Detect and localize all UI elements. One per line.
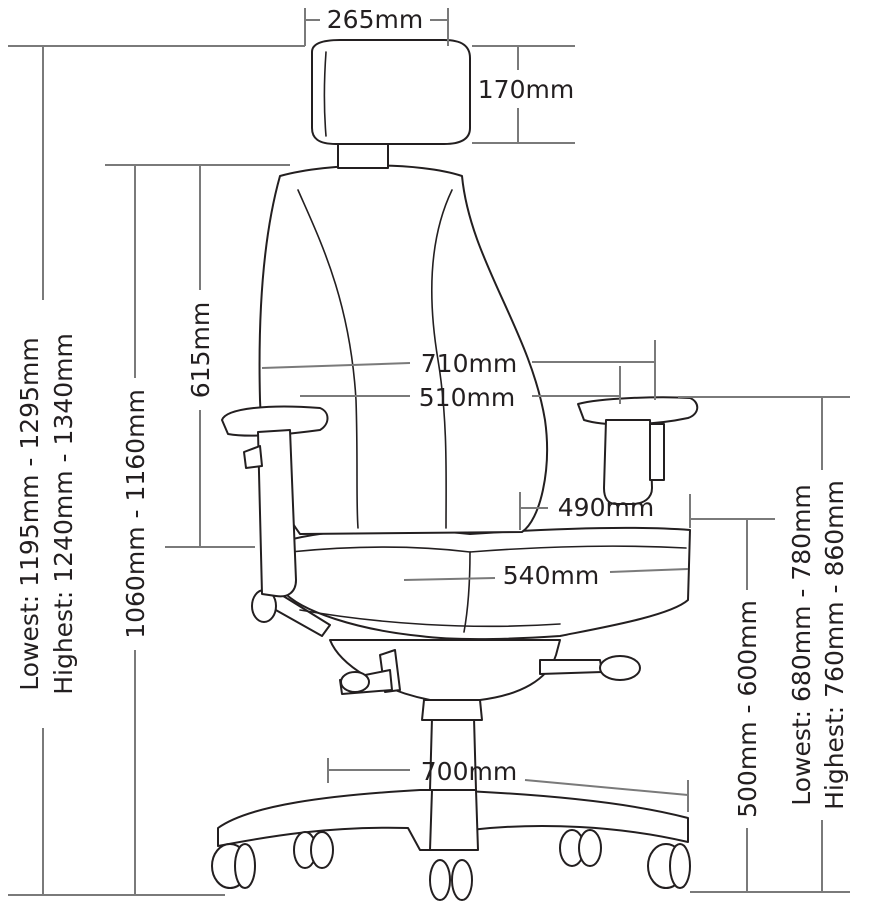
chair-base [211,789,691,901]
arm-height-highest-label: Highest: 760mm - 860mm [820,480,849,810]
left-armrest [221,405,329,598]
seat-width-label: 540mm [503,561,599,590]
seat [271,526,691,640]
arm-inner-width-label: 510mm [419,383,515,412]
seat-height-label: 500mm - 600mm [733,600,762,818]
total-height-highest-label: Highest: 1240mm - 1340mm [49,333,78,695]
backrest [258,164,548,535]
dimension-labels: 265mm 170mm 710mm 510mm 490mm 540mm 700m… [15,5,849,818]
right-armrest [577,396,699,505]
total-height-lowest-label: Lowest: 1195mm - 1295mm [15,337,44,690]
chair-illustration [211,39,699,901]
seat-depth-label: 490mm [558,493,654,522]
arm-height-lowest-label: Lowest: 680mm - 780mm [787,484,816,806]
arm-outer-width-label: 710mm [421,349,517,378]
headrest-height-label: 170mm [478,75,574,104]
base-width-label: 700mm [421,757,517,786]
back-total-height-label: 1060mm - 1160mm [121,389,150,639]
dimension-lines [8,8,850,896]
headrest [311,39,471,169]
gas-lift [421,699,483,791]
back-height-label: 615mm [186,302,215,398]
headrest-width-label: 265mm [327,5,423,34]
seat-mechanism [251,589,641,701]
